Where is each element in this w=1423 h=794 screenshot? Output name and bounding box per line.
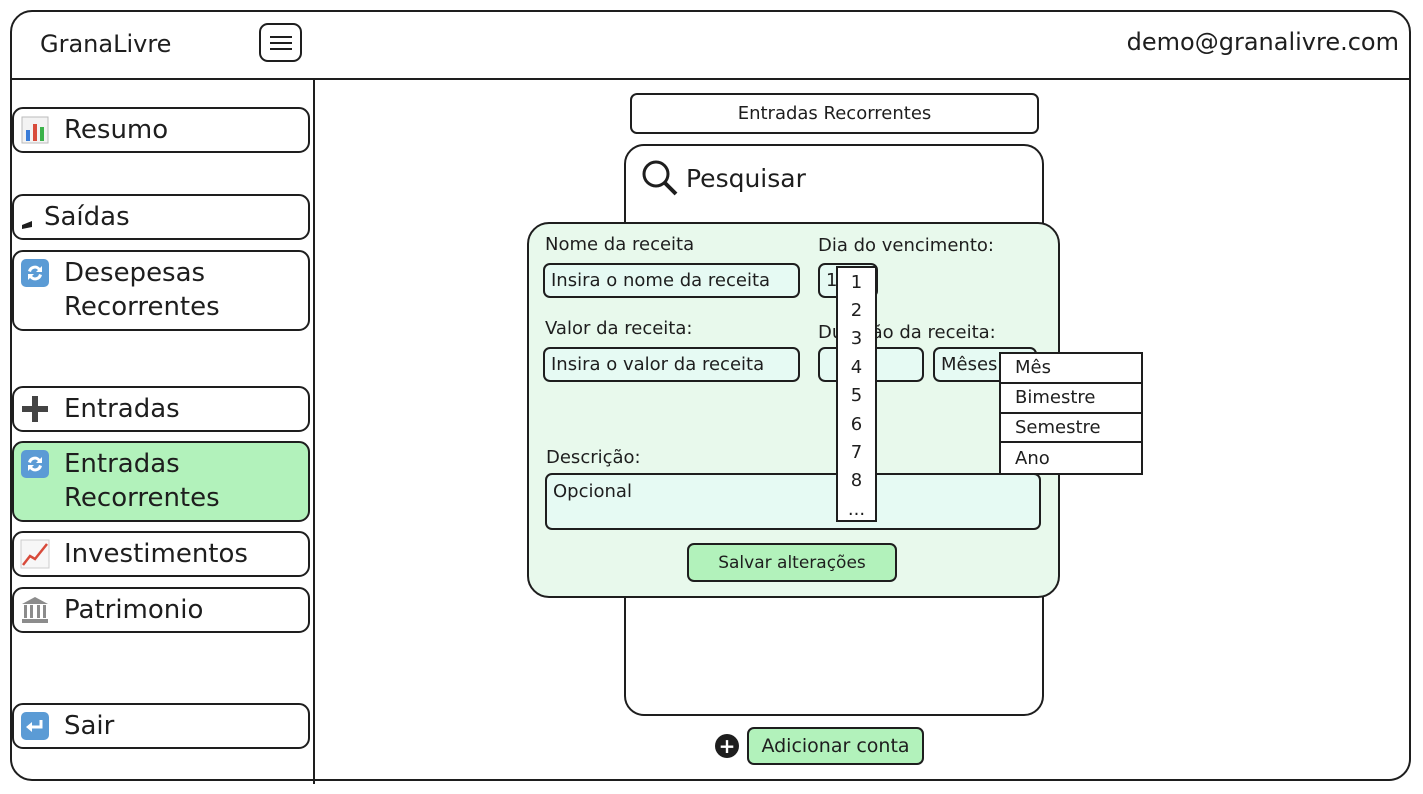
dropdown-option[interactable]: 3: [850, 328, 863, 350]
value-input[interactable]: Insira o valor da receita: [543, 347, 800, 382]
sidebar-item-label: Resumo: [64, 115, 169, 145]
dropdown-option[interactable]: 6: [850, 413, 863, 435]
dropdown-option[interactable]: Bimestre: [1001, 384, 1141, 414]
repeat-icon: [20, 258, 50, 288]
dropdown-option[interactable]: 1: [850, 271, 863, 293]
dropdown-option[interactable]: 5: [850, 385, 863, 407]
period-dropdown: Mês Bimestre Semestre Ano: [999, 352, 1143, 475]
name-input[interactable]: Insira o nome da receita: [543, 263, 800, 298]
sidebar-item-label: Patrimonio: [64, 595, 204, 625]
search-label: Pesquisar: [686, 163, 806, 193]
description-label: Descrição:: [546, 447, 641, 468]
minus-icon: [20, 202, 34, 232]
user-email[interactable]: demo@granalivre.com: [1126, 28, 1399, 56]
sidebar-item-despesas-recorrentes[interactable]: Desepesas Recorrentes: [12, 250, 310, 331]
due-day-dropdown: 1 2 3 4 5 6 7 8 ...: [836, 266, 877, 522]
return-arrow-icon: [20, 711, 50, 741]
sidebar-divider: [313, 80, 315, 784]
sidebar-item-label: Sair: [64, 711, 115, 741]
value-label: Valor da receita:: [545, 318, 693, 339]
dropdown-option[interactable]: Semestre: [1001, 414, 1141, 444]
repeat-icon: [20, 449, 50, 479]
sidebar-item-label: Investimentos: [64, 539, 248, 569]
brand-logo: GranaLivre: [40, 30, 172, 58]
search-icon: [642, 160, 678, 196]
page-title: Entradas Recorrentes: [630, 93, 1039, 134]
dropdown-option[interactable]: 2: [850, 300, 863, 322]
dropdown-option[interactable]: 4: [850, 356, 863, 378]
add-circle-icon[interactable]: +: [715, 734, 739, 758]
sidebar-item-resumo[interactable]: Resumo: [12, 107, 310, 153]
sidebar-item-entradas-recorrentes[interactable]: Entradas Recorrentes: [12, 441, 310, 522]
dropdown-option[interactable]: Mês: [1001, 354, 1141, 384]
sidebar-item-label: Entradas Recorrentes: [64, 449, 220, 513]
sidebar-item-saidas[interactable]: Saídas: [12, 194, 310, 240]
due-day-label: Dia do vencimento:: [818, 235, 994, 256]
add-account-row: + Adicionar conta: [715, 727, 924, 765]
save-button[interactable]: Salvar alterações: [687, 543, 897, 582]
plus-icon: [20, 394, 50, 424]
sidebar-item-sair[interactable]: Sair: [12, 703, 310, 749]
name-label: Nome da receita: [545, 234, 695, 255]
bar-chart-icon: [20, 115, 50, 145]
trend-up-chart-icon: [20, 539, 50, 569]
dropdown-option[interactable]: Ano: [1015, 447, 1050, 469]
app-window: [10, 10, 1411, 781]
hamburger-menu-icon[interactable]: [259, 23, 302, 62]
dropdown-option[interactable]: ...: [847, 498, 866, 520]
sidebar-item-patrimonio[interactable]: Patrimonio: [12, 587, 310, 633]
sidebar-item-label: Saídas: [44, 202, 130, 232]
dropdown-option[interactable]: 7: [850, 442, 863, 464]
bank-icon: [20, 595, 50, 625]
header-divider: [12, 78, 1409, 80]
dropdown-option[interactable]: 8: [850, 470, 863, 492]
search-bar[interactable]: Pesquisar: [640, 158, 806, 198]
sidebar-item-investimentos[interactable]: Investimentos: [12, 531, 310, 577]
description-textarea[interactable]: Opcional: [545, 473, 1041, 530]
add-account-button[interactable]: Adicionar conta: [747, 727, 924, 765]
sidebar-item-entradas[interactable]: Entradas: [12, 386, 310, 432]
sidebar-item-label: Entradas: [64, 394, 180, 424]
sidebar-item-label: Desepesas Recorrentes: [64, 258, 220, 322]
